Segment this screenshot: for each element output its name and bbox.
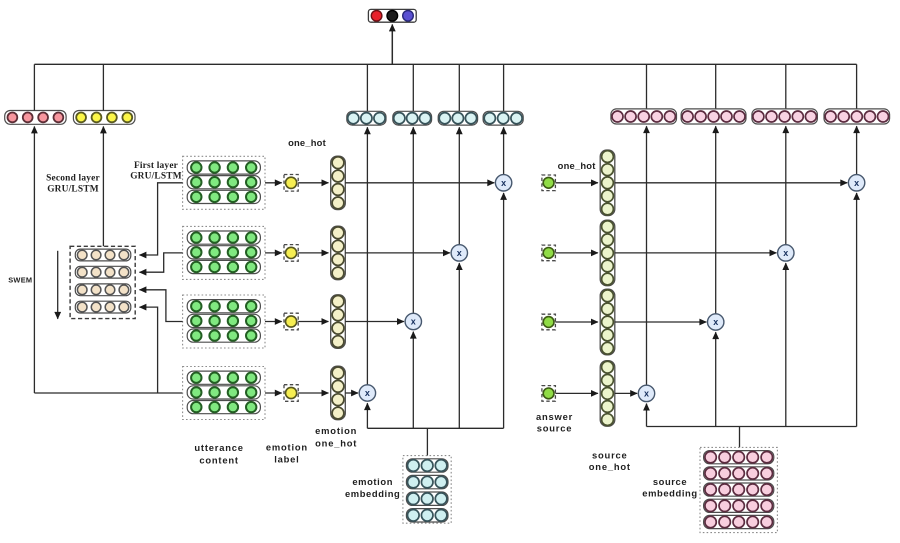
svg-text:utterance: utterance xyxy=(194,442,243,453)
svg-text:one_hot: one_hot xyxy=(288,137,326,148)
svg-text:SWEM: SWEM xyxy=(8,276,32,285)
svg-text:x: x xyxy=(501,178,506,188)
svg-text:emotion: emotion xyxy=(352,476,393,487)
svg-text:embedding: embedding xyxy=(642,487,697,498)
svg-text:x: x xyxy=(644,389,649,399)
svg-text:content: content xyxy=(199,455,238,466)
svg-text:source: source xyxy=(537,423,573,434)
svg-text:label: label xyxy=(274,453,299,464)
svg-text:source: source xyxy=(592,449,628,460)
svg-text:x: x xyxy=(411,317,416,327)
svg-text:source: source xyxy=(653,476,687,487)
svg-text:GRU/LSTM: GRU/LSTM xyxy=(130,171,182,181)
svg-text:x: x xyxy=(783,248,788,258)
svg-text:First layer: First layer xyxy=(134,161,178,171)
svg-text:emotion: emotion xyxy=(266,442,308,453)
svg-text:x: x xyxy=(713,317,718,327)
svg-text:one_hot: one_hot xyxy=(589,461,631,472)
svg-text:embedding: embedding xyxy=(345,488,400,499)
svg-text:one_hot: one_hot xyxy=(558,160,596,171)
svg-text:x: x xyxy=(457,248,462,258)
svg-text:x: x xyxy=(854,178,859,188)
svg-text:one_hot: one_hot xyxy=(315,438,357,449)
svg-text:Second layer: Second layer xyxy=(46,173,100,183)
svg-text:answer: answer xyxy=(536,411,573,422)
svg-text:x: x xyxy=(365,388,370,398)
svg-text:emotion: emotion xyxy=(315,425,357,436)
svg-text:GRU/LSTM: GRU/LSTM xyxy=(47,184,99,194)
